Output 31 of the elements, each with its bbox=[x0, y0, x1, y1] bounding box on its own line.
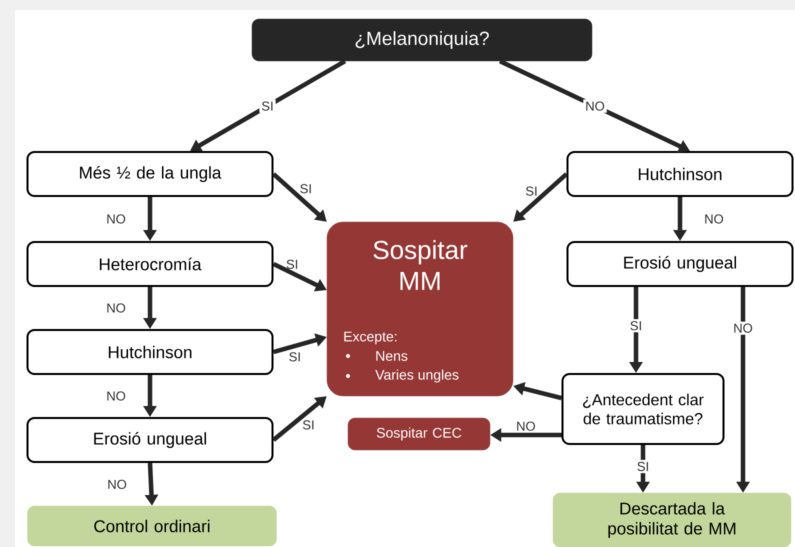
edge-label: NO bbox=[107, 391, 126, 401]
edge-label: SI bbox=[302, 420, 314, 430]
outcome-box: Descartada la posibilitat de MM bbox=[552, 492, 792, 547]
edge-label: NO bbox=[705, 214, 724, 224]
edge-label: NO bbox=[108, 480, 126, 489]
decision-box: Hutchinson bbox=[566, 151, 794, 197]
edge-label: NO bbox=[517, 422, 535, 431]
decision-box: ¿Antecedent clar de traumatisme? bbox=[562, 373, 724, 445]
decision-box: Erosió ungueal bbox=[566, 241, 794, 287]
decision-box: Erosió ungueal bbox=[26, 417, 274, 463]
edge-label: SI bbox=[259, 100, 276, 113]
edge-label: NO bbox=[731, 322, 755, 335]
edge-label: SI bbox=[300, 184, 311, 194]
decision-box: Més ½ de la ungla bbox=[26, 151, 274, 197]
decision-box: Hutchinson bbox=[26, 329, 274, 375]
result-box: Sospitar CEC bbox=[348, 418, 490, 450]
edge-label: SI bbox=[286, 260, 298, 269]
question-box: ¿Melanoniquia? bbox=[252, 18, 592, 62]
box-heading: Sospitar MM bbox=[374, 240, 468, 290]
edge-label: NO bbox=[107, 214, 126, 224]
note-text: Excepte: bbox=[344, 332, 396, 344]
edge-label: SI bbox=[526, 186, 536, 196]
edge-label: NO bbox=[583, 100, 607, 113]
edge-label: NO bbox=[107, 303, 126, 313]
result-box bbox=[326, 222, 514, 396]
list-item: Varies ungles bbox=[375, 369, 458, 383]
edge-label: SI bbox=[628, 319, 644, 332]
decision-box: Heterocromía bbox=[26, 241, 274, 287]
edge-label: SI bbox=[289, 352, 300, 362]
list-item: Nens bbox=[376, 351, 408, 361]
outcome-box: Control ordinari bbox=[27, 506, 277, 546]
